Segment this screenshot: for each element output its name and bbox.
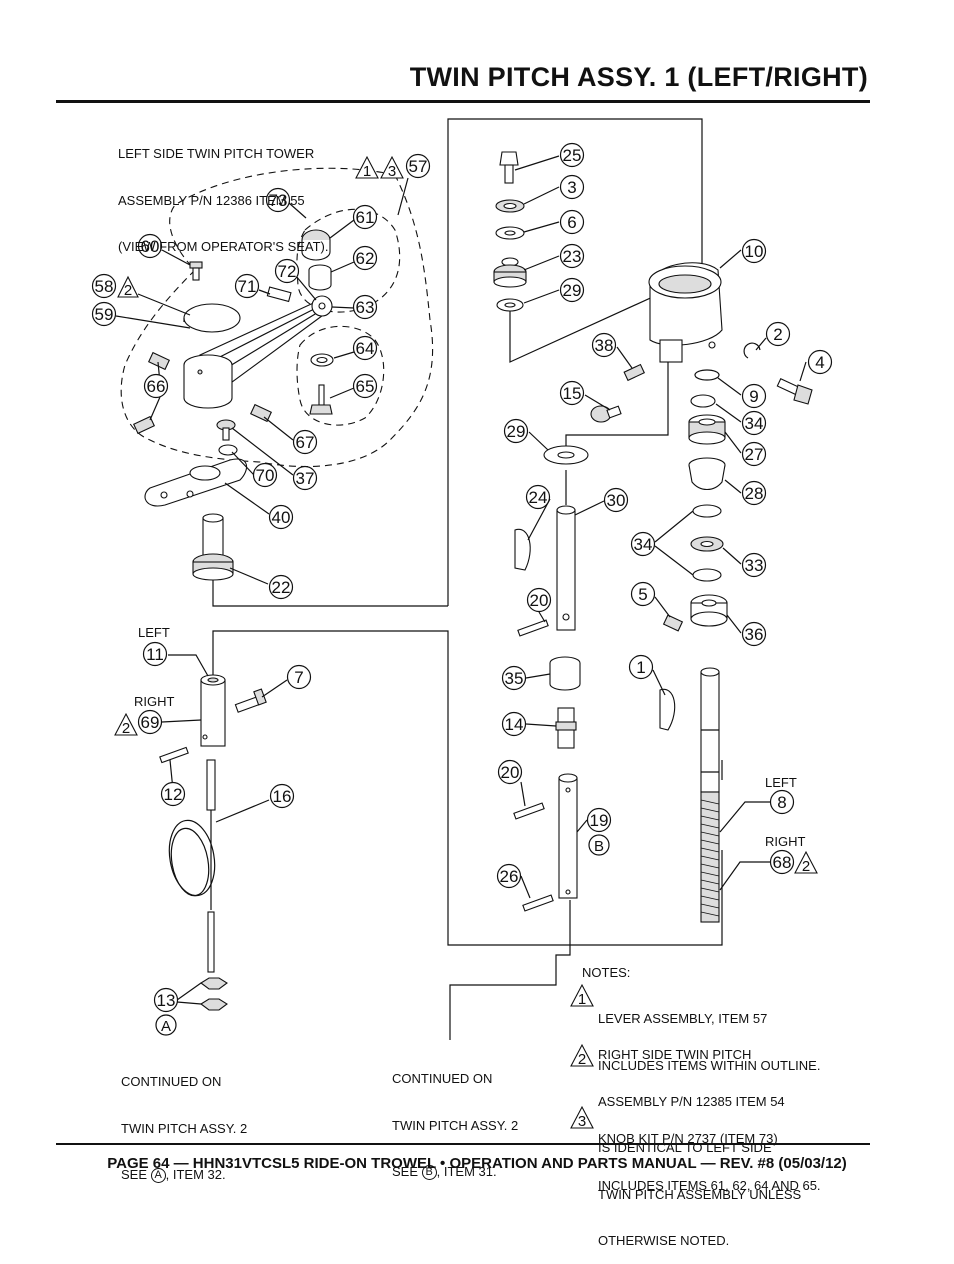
label-right-top: RIGHT bbox=[134, 694, 175, 709]
parts-diagram: 57 73 61 60 62 72 71 58 2 59 63 64 65 66… bbox=[91, 118, 833, 1130]
callout-57: 57 bbox=[409, 157, 428, 176]
callout-66: 66 bbox=[147, 377, 166, 396]
callout-10: 10 bbox=[745, 242, 764, 261]
callout-7: 7 bbox=[294, 668, 303, 687]
callout-5: 5 bbox=[638, 585, 647, 604]
callout-33: 33 bbox=[745, 556, 764, 575]
ref-circle-B: B bbox=[421, 1165, 437, 1181]
header-rule bbox=[56, 100, 870, 103]
callout-2: 2 bbox=[124, 282, 132, 299]
warning-mark-3: 3 bbox=[388, 163, 396, 180]
callout-29: 29 bbox=[563, 281, 582, 300]
footer-rule bbox=[56, 1143, 870, 1145]
callout-34b: 34 bbox=[634, 535, 653, 554]
callout-69: 69 bbox=[141, 713, 160, 732]
callout-73: 73 bbox=[269, 191, 288, 210]
callout-63: 63 bbox=[356, 298, 375, 317]
callout-59: 59 bbox=[95, 305, 114, 324]
notes-heading: NOTES: bbox=[582, 965, 631, 980]
note-marker-2: 2 bbox=[578, 1051, 586, 1068]
note-marker-3: 3 bbox=[578, 1113, 586, 1130]
callout-B: B bbox=[594, 838, 604, 855]
callout-34: 34 bbox=[745, 414, 764, 433]
leader-lines bbox=[115, 155, 807, 1005]
warning-mark-1: 1 bbox=[363, 163, 371, 180]
ref-circle-A: A bbox=[150, 1168, 166, 1184]
callout-72: 72 bbox=[278, 262, 297, 281]
continued-note-right: CONTINUED ON TWIN PITCH ASSY. 2 SEE B, I… bbox=[392, 1071, 519, 1181]
lever-assembly-outline bbox=[120, 167, 434, 468]
label-left-top: LEFT bbox=[138, 625, 170, 640]
callout-28: 28 bbox=[745, 484, 764, 503]
callout-9: 9 bbox=[749, 387, 758, 406]
callout-8: 8 bbox=[777, 793, 786, 812]
warning-mark-2a: 2 bbox=[122, 720, 130, 737]
callout-62: 62 bbox=[356, 249, 375, 268]
callout-65: 65 bbox=[356, 377, 375, 396]
note-1: LEVER ASSEMBLY, ITEM 57 INCLUDES ITEMS W… bbox=[598, 1011, 821, 1073]
callout-67: 67 bbox=[296, 433, 315, 452]
callout-22: 22 bbox=[272, 578, 291, 597]
callout-2b: 2 bbox=[773, 325, 782, 344]
callout-68: 68 bbox=[773, 853, 792, 872]
callout-58: 58 bbox=[95, 277, 114, 296]
label-left-shaft: LEFT bbox=[765, 775, 797, 790]
lower-left-parts bbox=[159, 674, 267, 1011]
callout-38: 38 bbox=[595, 336, 614, 355]
callout-13: 13 bbox=[157, 991, 176, 1010]
callout-6: 6 bbox=[567, 213, 576, 232]
page-title: TWIN PITCH ASSY. 1 (LEFT/RIGHT) bbox=[409, 62, 868, 92]
callout-24: 24 bbox=[529, 488, 548, 507]
callout-15: 15 bbox=[563, 384, 582, 403]
callout-A: A bbox=[161, 1018, 171, 1035]
tower-parts bbox=[132, 229, 334, 581]
callout-16: 16 bbox=[273, 787, 292, 806]
callout-61: 61 bbox=[356, 208, 375, 227]
callout-26: 26 bbox=[500, 867, 519, 886]
note-marker-1: 1 bbox=[578, 991, 586, 1008]
callout-35: 35 bbox=[505, 669, 524, 688]
label-right-shaft: RIGHT bbox=[765, 834, 806, 849]
callout-20: 20 bbox=[530, 591, 549, 610]
callout-19: 19 bbox=[590, 811, 609, 830]
callout-71: 71 bbox=[238, 277, 257, 296]
callout-11: 11 bbox=[146, 645, 164, 664]
page-footer: PAGE 64 — HHN31VTCSL5 RIDE-ON TROWEL • O… bbox=[107, 1155, 847, 1172]
callout-3: 3 bbox=[567, 178, 576, 197]
continued-note-left: CONTINUED ON TWIN PITCH ASSY. 2 SEE A, I… bbox=[121, 1074, 248, 1184]
callout-60: 60 bbox=[141, 237, 160, 256]
callout-29b: 29 bbox=[507, 422, 526, 441]
callout-20b: 20 bbox=[501, 763, 520, 782]
callout-25: 25 bbox=[563, 146, 582, 165]
warning-mark-2b: 2 bbox=[802, 858, 810, 875]
callout-37: 37 bbox=[296, 469, 315, 488]
callout-64: 64 bbox=[356, 339, 375, 358]
tower-caption: LEFT SIDE TWIN PITCH TOWER ASSEMBLY P/N … bbox=[118, 146, 329, 254]
callout-36: 36 bbox=[745, 625, 764, 644]
callout-12: 12 bbox=[164, 785, 183, 804]
callout-40: 40 bbox=[272, 508, 291, 527]
right-column-parts bbox=[493, 151, 813, 923]
note-3: KNOB KIT P/N 2737 (ITEM 73) INCLUDES ITE… bbox=[598, 1131, 821, 1193]
callout-4: 4 bbox=[815, 353, 824, 372]
callout-30: 30 bbox=[607, 491, 626, 510]
callout-14: 14 bbox=[505, 715, 524, 734]
callout-70: 70 bbox=[256, 466, 275, 485]
callout-27: 27 bbox=[745, 445, 764, 464]
callout-23: 23 bbox=[563, 247, 582, 266]
callout-1: 1 bbox=[636, 658, 645, 677]
callout-numbers: 57 73 61 60 62 72 71 58 2 59 63 64 65 66… bbox=[91, 142, 833, 1130]
